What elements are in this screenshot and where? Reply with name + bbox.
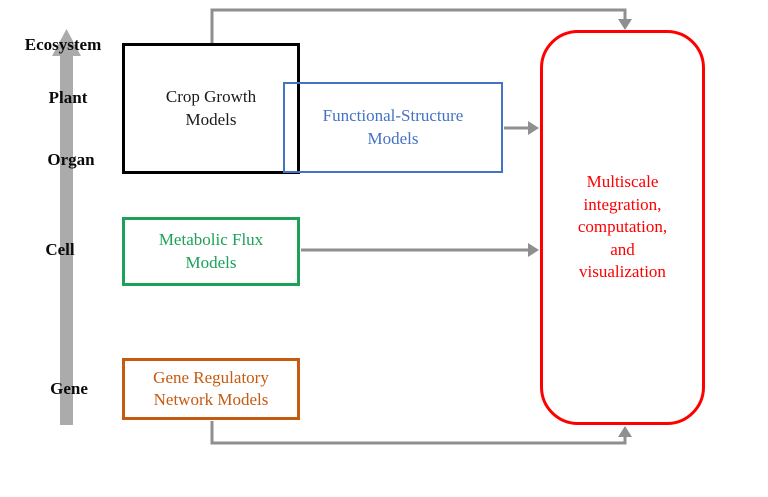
crop-growth-models-box: Crop Growth Models: [122, 43, 300, 174]
connector-grn-to-integration: [210, 421, 632, 445]
connector-mfm-to-integration: [301, 243, 539, 257]
connector-line: [210, 8, 627, 43]
scale-axis-arrowhead-icon: [52, 29, 81, 56]
arrow-right-icon: [528, 243, 539, 257]
gene-regulatory-network-models-box: Gene Regulatory Network Models: [122, 358, 300, 420]
scale-label-cell: Cell: [45, 240, 75, 259]
connector-line: [210, 421, 627, 445]
scale-label-organ: Organ: [47, 150, 95, 169]
arrow-right-icon: [528, 121, 539, 135]
scale-axis-arrow: [52, 29, 81, 425]
scale-label-ecosystem: Ecosystem: [24, 35, 102, 54]
multiscale-integration-box: Multiscale integration, computation, and…: [540, 30, 705, 425]
scale-axis-shaft: [60, 52, 73, 425]
arrow-up-icon: [618, 426, 632, 437]
connector-fsm-to-integration: [504, 121, 539, 135]
scale-label-plant: Plant: [48, 88, 88, 107]
metabolic-flux-models-box: Metabolic Flux Models: [122, 217, 300, 286]
arrow-down-icon: [618, 19, 632, 30]
connector-crop-to-integration: [210, 8, 632, 43]
scale-label-gene: Gene: [50, 379, 88, 398]
functional-structure-models-box: Functional-Structure Models: [283, 82, 503, 173]
